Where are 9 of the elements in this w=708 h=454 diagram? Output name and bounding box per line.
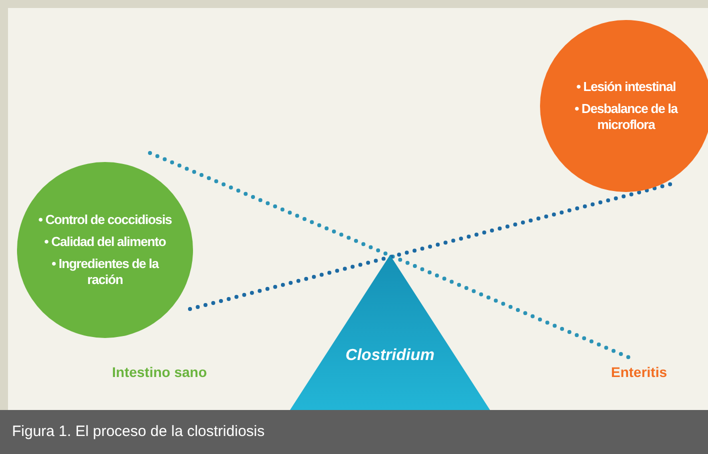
fulcrum-label: Clostridium — [344, 347, 436, 365]
bullet-text: • Lesión intestinal — [576, 79, 676, 95]
bullet-text: • Calidad del alimento — [44, 234, 166, 250]
side-label: Intestino sano — [112, 364, 207, 380]
bullet-text: • Control de coccidiosis — [38, 212, 172, 228]
side-label: Enteritis — [611, 364, 668, 380]
bullet-text: • Ingredientes de la ración — [50, 256, 160, 288]
figure-caption: Figura 1. El proceso de la clostridiosis — [12, 423, 265, 440]
bullet-text: • Desbalance de la microflora — [574, 101, 679, 133]
